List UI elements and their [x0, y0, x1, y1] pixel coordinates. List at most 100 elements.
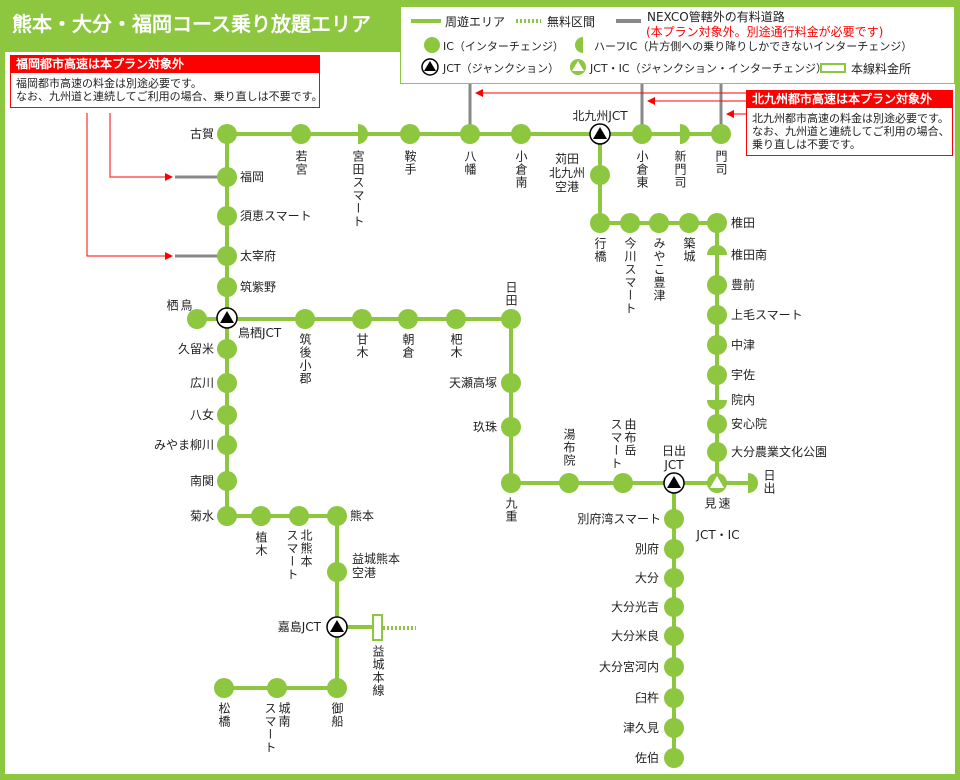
ic-marker — [679, 213, 699, 233]
jct-triangle — [667, 476, 681, 488]
station-label-usa: 宇佐 — [731, 368, 756, 382]
ic-marker — [664, 626, 684, 646]
station-label-ajimu: 安心院 — [731, 417, 768, 431]
ic-marker — [511, 124, 531, 144]
station-label-hayami-suffix: JCT・IC — [696, 528, 740, 542]
station-label-ueki: 植木 — [254, 531, 268, 557]
station-label-matsubase: 松橋 — [217, 702, 231, 728]
station-label-beppu: 別府 — [634, 542, 659, 556]
ic-marker — [664, 688, 684, 708]
kitakyushu-notice-body: 北九州都市高速の料金は別途必要です。 なお、九州道と連続してご利用の場合、 乗り… — [752, 112, 950, 151]
station-label-kokurahigashi: 小倉東 — [635, 150, 649, 189]
ic-marker — [664, 568, 684, 588]
ic-marker — [707, 213, 727, 233]
legend-jct-ic: JCT・IC（ジャンクション・インターチェンジ） — [590, 62, 828, 75]
ic-marker — [217, 405, 237, 425]
ic-marker — [295, 309, 315, 329]
fukuoka-notice: 福岡都市高速は本プラン対象外 福岡都市高速の料金は別途必要です。 なお、九州道と… — [10, 55, 323, 108]
station-label-yukuhashi: 行橋 — [593, 237, 607, 263]
ic-marker — [590, 213, 610, 233]
station-label-amagase: 天瀬高塚 — [448, 376, 497, 390]
ic-marker — [501, 473, 521, 493]
half-ic-marker — [748, 473, 758, 493]
station-label-beppuwan: 別府湾スマート — [577, 512, 661, 526]
station-label-wakamiya: 若宮 — [294, 150, 308, 176]
ic-marker — [664, 539, 684, 559]
legend-route: 周遊エリア — [445, 15, 506, 29]
fukuoka-notice-body: 福岡都市高速の料金は別途必要です。 なお、九州道と連続してご利用の場合、乗り直し… — [16, 77, 323, 103]
legend-free: 無料区間 — [547, 15, 596, 29]
jct-ic-triangle — [710, 476, 724, 488]
half-ic-marker — [707, 245, 727, 255]
half-ic-marker — [358, 124, 368, 144]
ic-marker — [664, 597, 684, 617]
ic-marker — [664, 718, 684, 738]
station-label-innai: 院内 — [731, 393, 756, 407]
kitakyushu-notice: 北九州都市高速は本プラン対象外 北九州都市高速の料金は別途必要です。 なお、九州… — [746, 90, 953, 156]
half-ic-marker — [707, 400, 727, 410]
ic-marker — [217, 206, 237, 226]
station-label-miyata: 宮田スマート — [351, 150, 365, 228]
half-ic-icon — [575, 37, 583, 53]
station-label-chikushino: 筑紫野 — [240, 280, 277, 294]
ic-marker — [291, 124, 311, 144]
ic-marker — [460, 124, 480, 144]
station-label-mitsuyoshi: 大分光吉 — [610, 600, 659, 614]
jct-ic-icon — [572, 61, 584, 71]
station-label-sue: 須恵スマート — [240, 209, 312, 223]
station-label-kokuraminami: 小倉南 — [514, 150, 528, 189]
ic-icon — [424, 37, 440, 53]
ic-marker — [251, 506, 271, 526]
station-label-kusu: 玖珠 — [472, 420, 497, 434]
station-label-hiji-jct: 日出 JCT — [661, 444, 687, 472]
ic-marker — [289, 506, 309, 526]
ic-marker — [707, 335, 727, 355]
fukuoka-notice-title: 福岡都市高速は本プラン対象外 — [11, 56, 319, 73]
station-label-usuki: 臼杵 — [634, 691, 659, 705]
ic-marker — [632, 124, 652, 144]
ic-marker — [217, 124, 237, 144]
kitakyushu-notice-title: 北九州都市高速は本プラン対象外 — [747, 91, 952, 108]
ic-marker — [501, 373, 521, 393]
station-label-mifune: 御船 — [330, 702, 344, 728]
station-label-mera: 大分米良 — [610, 629, 659, 643]
map-panel — [5, 52, 955, 774]
ic-marker — [327, 562, 347, 582]
station-label-kurume: 久留米 — [177, 342, 214, 356]
ic-marker — [214, 678, 234, 698]
station-label-yame: 八女 — [189, 408, 214, 422]
ic-marker — [664, 748, 684, 768]
ic-marker — [217, 506, 237, 526]
station-label-oita: 大分 — [634, 571, 659, 585]
station-label-kouge: 上毛スマート — [731, 308, 803, 322]
station-label-mashiki: 益城熊本 空港 — [352, 552, 401, 580]
ic-marker — [267, 678, 287, 698]
notice-arrow — [86, 113, 173, 260]
jct-triangle — [330, 620, 344, 632]
ic-marker — [707, 275, 727, 295]
ic-marker — [398, 309, 418, 329]
station-label-yufudake: 由布岳 スマート — [609, 418, 637, 470]
ic-marker — [217, 373, 237, 393]
ic-marker — [501, 417, 521, 437]
station-label-shinmoji: 新門司 — [673, 150, 687, 189]
station-label-miyakawauchi: 大分宮河内 — [598, 660, 659, 674]
ic-marker — [707, 305, 727, 325]
legend-toll-gate: 本線料金所 — [851, 62, 912, 76]
toll-gate — [372, 614, 383, 641]
station-label-shiida: 椎田 — [731, 216, 756, 230]
ic-marker — [707, 414, 727, 434]
station-label-yahata: 八幡 — [463, 150, 477, 176]
ic-marker — [707, 365, 727, 385]
station-label-kitakyushu-jct: 北九州JCT — [572, 109, 628, 123]
legend-ic: IC（インターチェンジ） — [443, 40, 564, 53]
station-label-miyako: みやこ豊津 — [652, 237, 666, 302]
station-label-hita: 日田 — [504, 281, 518, 307]
station-label-chikugo: 筑後小郡 — [298, 333, 312, 385]
ic-marker — [707, 442, 727, 462]
ic-marker — [217, 167, 237, 187]
page-title: 熊本・大分・福岡コース乗り放題エリア — [0, 0, 395, 48]
station-label-hirokawa: 広川 — [189, 376, 214, 390]
ic-marker — [649, 213, 669, 233]
